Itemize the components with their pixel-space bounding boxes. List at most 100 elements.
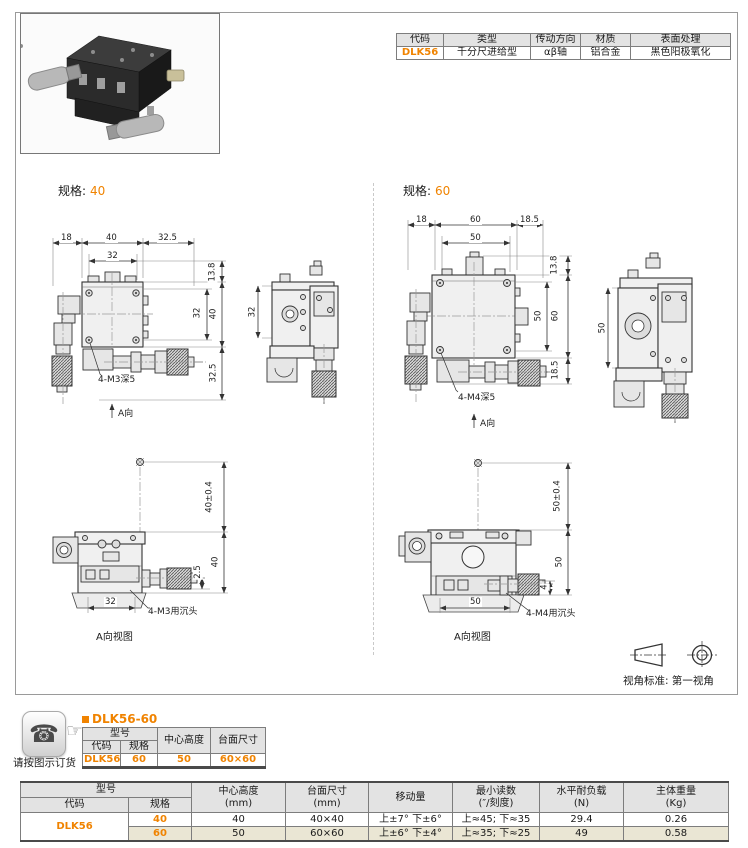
col-header-height: 中心高度 <box>157 727 211 754</box>
section-label-40: 规格:40 <box>58 182 105 199</box>
cell-height: 50 <box>191 826 286 842</box>
cell-code: DLK56 <box>396 46 444 60</box>
view-direction-label: A向 <box>118 409 134 419</box>
header-line: 中心高度 <box>218 786 259 797</box>
cell-size: 40 <box>128 812 192 827</box>
col-header: 传动方向 <box>530 33 581 47</box>
view-caption: A向视图 <box>96 632 133 643</box>
spec40-a-view: 40±0.4 40 2.5 32 4-M3用沉头 A向视图 <box>48 440 268 645</box>
order-caption: 请按图示订货 <box>13 757 76 769</box>
cell-code: DLK56 <box>82 753 121 768</box>
screw-note: 4-M4用沉头 <box>526 609 576 619</box>
header-unit: (Kg) <box>665 797 687 809</box>
dim-label: 50 <box>533 309 544 323</box>
cell-size: 60 <box>128 826 192 842</box>
first-angle-frustum-icon <box>630 643 668 667</box>
projection-standard: 视角标准: 第一视角 <box>623 640 735 687</box>
dim-label: 50±0.4 <box>552 479 563 513</box>
cell-travel: 上±7° 下±6° <box>368 812 453 827</box>
order-heading-text: DLK56-60 <box>92 712 158 726</box>
cell-surface: 40×40 <box>285 812 369 827</box>
table-row: 60 50 60×60 上±6° 下±4° 上≈35; 下≈25 49 0.58 <box>21 826 729 842</box>
dim-label: 50 <box>597 321 608 335</box>
table-row: DLK56 40 40 40×40 上±7° 下±6° 上≈45; 下≈35 2… <box>20 812 729 842</box>
dim-label: 60 <box>469 215 482 225</box>
screw-note: 4-M3深5 <box>98 375 136 385</box>
pointing-hand-icon: ☞ <box>66 720 84 742</box>
cell-surface: 60×60 <box>210 753 266 768</box>
header-line: 台面尺寸 <box>307 786 347 797</box>
col-header-model: 型号 <box>20 781 192 798</box>
dim-label: 60 <box>550 309 561 323</box>
cell-direction: αβ轴 <box>530 46 581 60</box>
dim-label: 18.5 <box>550 359 561 381</box>
header-line: 最小读数 <box>476 786 516 797</box>
dim-label: 32.5 <box>157 233 178 243</box>
col-header-load: 水平耐负载 (N) <box>539 781 624 813</box>
cell-travel: 上±6° 下±4° <box>368 826 453 842</box>
view-caption: A向视图 <box>454 632 491 643</box>
dim-label: 32 <box>106 251 119 261</box>
header-line: 主体重量 <box>656 786 696 797</box>
screw-note: 4-M3用沉头 <box>148 607 198 617</box>
projection-note: 视角标准: 第一视角 <box>623 675 714 687</box>
product-photo-box <box>19 13 220 154</box>
col-header: 材质 <box>580 33 631 47</box>
main-spec-table: 型号 中心高度 (mm) 台面尺寸 (mm) 移动量 最小读数 (″/刻度) 水… <box>20 781 729 842</box>
dim-label: 50 <box>469 233 482 243</box>
section-divider <box>373 183 374 655</box>
first-angle-target-icon <box>687 641 717 669</box>
dim-label: 50 <box>554 555 565 569</box>
cell-code: DLK56 <box>20 812 129 842</box>
section-label-text: 规格: <box>58 184 87 198</box>
col-header-size: 规格 <box>128 797 192 813</box>
cell-material: 铝合金 <box>580 46 631 60</box>
spec60-main-drawing <box>404 220 572 428</box>
dim-label: 32 <box>247 305 258 319</box>
spec40-side-drawing <box>255 260 339 404</box>
spec40-side-view: 32 <box>247 250 360 405</box>
cell-weight: 0.26 <box>623 812 729 827</box>
col-header: 表面处理 <box>630 33 731 47</box>
section-label-text: 规格: <box>403 184 432 198</box>
dim-label: 32 <box>104 597 117 607</box>
col-header-model: 型号 <box>82 727 158 741</box>
dim-label: 50 <box>469 597 482 607</box>
header-unit: (mm) <box>224 797 253 809</box>
spec60-aview-drawing <box>398 458 572 613</box>
spec40-main-drawing <box>51 238 226 418</box>
dim-label: 13.8 <box>207 261 218 283</box>
drawings-frame <box>15 12 738 695</box>
product-photo <box>19 35 185 141</box>
cell-type: 千分尺进给型 <box>443 46 531 60</box>
header-unit: (″/刻度) <box>478 797 514 809</box>
spec-summary-table: 代码 类型 传动方向 材质 表面处理 DLK56 千分尺进给型 αβ轴 铝合金 … <box>396 33 731 60</box>
cell-size: 60 <box>120 753 158 768</box>
header-unit: (mm) <box>313 797 341 809</box>
spec60-main-view: 18 60 18.5 50 50 13.8 60 18.5 4-M4深5 A向 <box>392 212 617 437</box>
dim-label: 40 <box>105 233 118 243</box>
cell-load: 29.4 <box>539 812 624 827</box>
view-direction-label: A向 <box>480 419 496 429</box>
section-label-60: 规格:60 <box>403 182 450 199</box>
order-heading: DLK56-60 <box>82 712 157 726</box>
dim-label: 40±0.4 <box>204 480 215 514</box>
dim-label: 18.5 <box>519 215 540 225</box>
col-header-travel: 移动量 <box>368 781 453 813</box>
header-unit: (N) <box>573 797 590 809</box>
spec40-main-view: 18 40 32.5 32 32 13.8 40 32.5 4-M3深5 A向 <box>46 230 246 430</box>
col-header-size: 规格 <box>120 740 158 754</box>
dim-label: 2.5 <box>192 564 203 580</box>
col-header: 类型 <box>443 33 531 47</box>
cell-height: 50 <box>157 753 211 768</box>
order-example-table: 型号 中心高度 台面尺寸 代码 规格 DLK56 60 50 60×60 <box>82 727 266 769</box>
cell-surface: 60×60 <box>285 826 369 842</box>
spec60-side-view: 50 <box>597 248 720 423</box>
cell-reading: 上≈45; 下≈35 <box>452 812 540 827</box>
header-line: 水平耐负载 <box>556 786 607 797</box>
col-header-code: 代码 <box>20 797 129 813</box>
cell-finish: 黑色阳极氧化 <box>630 46 731 60</box>
col-header-height: 中心高度 (mm) <box>191 781 286 813</box>
dim-label: 18 <box>60 233 73 243</box>
dim-label: 32.5 <box>208 362 219 384</box>
